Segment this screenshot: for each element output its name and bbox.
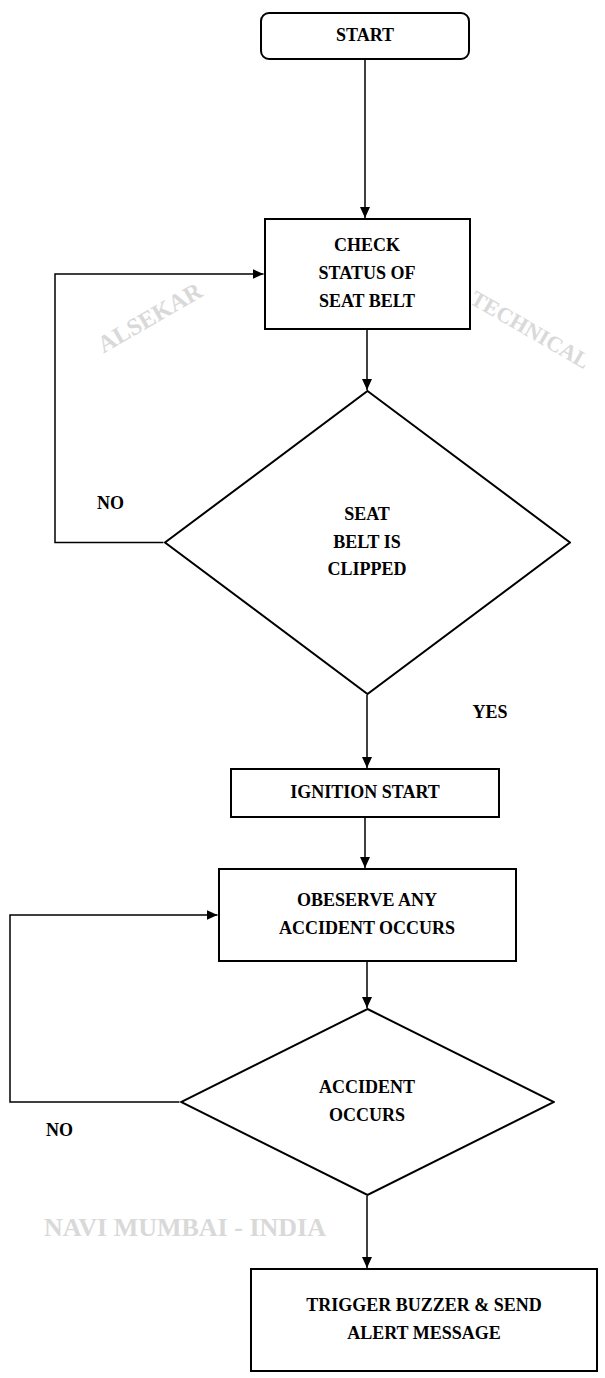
watermark-text: ALSEKAR bbox=[93, 277, 207, 358]
watermark-text: NAVI MUMBAI - INDIA bbox=[44, 1213, 326, 1243]
flow-arrow bbox=[364, 60, 366, 218]
flow-arrow bbox=[366, 695, 368, 768]
diamond-outline bbox=[180, 1008, 555, 1196]
process-box: OBESERVE ANY ACCIDENT OCCURS bbox=[218, 868, 517, 962]
node-text-group: TRIGGER BUZZER & SEND ALERT MESSAGE bbox=[274, 1292, 574, 1348]
flow-arrow bbox=[366, 1196, 368, 1268]
process-box: CHECK STATUS OF SEAT BELT bbox=[264, 218, 471, 330]
flow-arrow bbox=[10, 915, 218, 1102]
node-label: OBESERVE ANY ACCIDENT OCCURS bbox=[252, 887, 482, 943]
node-label: CHECK STATUS OF SEAT BELT bbox=[307, 232, 427, 316]
node-label: START bbox=[336, 22, 394, 50]
node-text-group: ACCIDENT OCCURS bbox=[307, 1074, 427, 1130]
node-label: IGNITION START bbox=[290, 779, 440, 807]
node-label: TRIGGER BUZZER & SEND ALERT MESSAGE bbox=[274, 1292, 574, 1348]
node-text-group: START bbox=[336, 22, 394, 50]
node-label: SEAT BELT IS CLIPPED bbox=[321, 501, 413, 585]
decision-diamond: SEAT BELT IS CLIPPED bbox=[164, 390, 571, 695]
node-text-group: SEAT BELT IS CLIPPED bbox=[321, 501, 413, 585]
flow-arrow bbox=[366, 330, 368, 390]
edge-label: NO bbox=[43, 1120, 76, 1141]
process-box: IGNITION START bbox=[230, 768, 500, 818]
flow-arrow bbox=[366, 962, 368, 1008]
node-text-group: CHECK STATUS OF SEAT BELT bbox=[307, 232, 427, 316]
node-label: ACCIDENT OCCURS bbox=[307, 1074, 427, 1130]
edge-label: NO bbox=[94, 492, 127, 513]
edge-label: YES bbox=[469, 702, 510, 723]
node-text-group: IGNITION START bbox=[290, 779, 440, 807]
watermark-text: TECHNICAL bbox=[466, 285, 594, 374]
flow-arrow bbox=[364, 818, 366, 868]
decision-diamond: ACCIDENT OCCURS bbox=[180, 1008, 555, 1196]
terminal-box: START bbox=[260, 12, 470, 60]
process-box: TRIGGER BUZZER & SEND ALERT MESSAGE bbox=[250, 1268, 598, 1372]
node-text-group: OBESERVE ANY ACCIDENT OCCURS bbox=[252, 887, 482, 943]
